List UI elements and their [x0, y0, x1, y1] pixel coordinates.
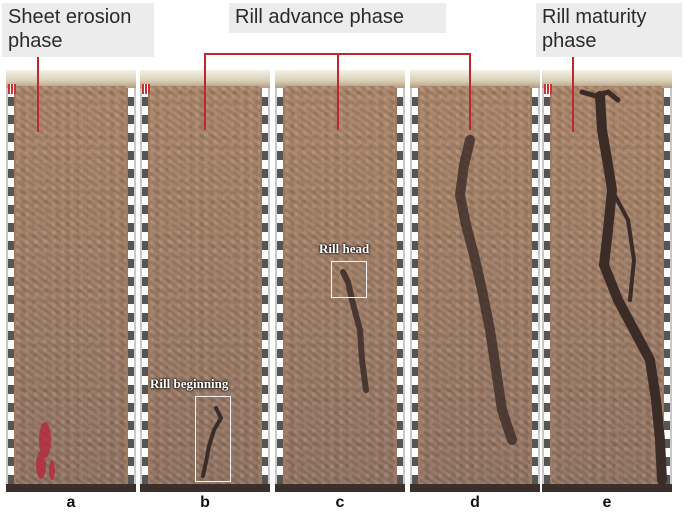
label-rill-maturity-phase: Rill maturity phase: [536, 3, 682, 57]
photo-panel-a: [6, 70, 136, 492]
flume-bottom-edge: [542, 484, 672, 492]
ruler-left: [142, 88, 148, 484]
rill-beginning-box: [195, 396, 231, 482]
ruler-right: [664, 88, 670, 484]
photo-panel-d: [410, 70, 540, 492]
flume-bottom-edge: [275, 484, 405, 492]
red-tag: [544, 84, 552, 94]
soil-surface: [16, 86, 126, 486]
panel-letter-e: e: [602, 494, 612, 511]
rill-head-box: [331, 261, 367, 298]
panel-letter-d: d: [470, 494, 480, 511]
flume-bottom-edge: [6, 484, 136, 492]
soil-surface: [552, 86, 662, 486]
label-rill-advance-phase: Rill advance phase: [229, 3, 446, 33]
ruler-right: [128, 88, 134, 484]
panel-letter-c: c: [335, 494, 345, 511]
red-tag: [8, 84, 16, 94]
flume-bottom-edge: [140, 484, 270, 492]
label-sheet-erosion-phase: Sheet erosion phase: [2, 3, 154, 57]
soil-surface: [420, 86, 530, 486]
flume-bottom-edge: [410, 484, 540, 492]
ruler-left: [412, 88, 418, 484]
ruler-left: [544, 88, 550, 484]
photo-panel-b: [140, 70, 270, 492]
ruler-right: [532, 88, 538, 484]
ruler-left: [8, 88, 14, 484]
panel-letter-a: a: [66, 494, 76, 511]
panel-letter-b: b: [200, 494, 210, 511]
red-tag: [142, 84, 150, 94]
rill-head-label: Rill head: [319, 241, 370, 256]
rill-beginning-label: Rill beginning: [150, 376, 229, 391]
flume-top-edge: [542, 70, 672, 88]
photo-panel-e: [542, 70, 672, 492]
ruler-right: [262, 88, 268, 484]
ruler-left: [277, 88, 283, 484]
ruler-right: [397, 88, 403, 484]
